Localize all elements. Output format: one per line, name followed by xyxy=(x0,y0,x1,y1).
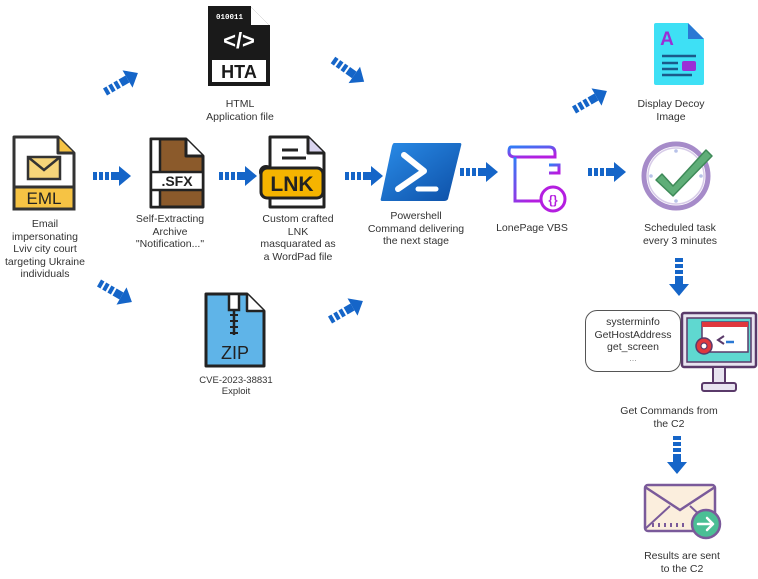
label-line: Scheduled task xyxy=(644,222,716,234)
label-line: individuals xyxy=(20,268,70,280)
svg-text:.SFX: .SFX xyxy=(161,173,193,189)
label-line: LonePage VBS xyxy=(496,222,568,234)
label-line: Exploit xyxy=(221,386,251,397)
label-line: a WordPad file xyxy=(263,250,333,263)
arrow-lnk-to-powershell xyxy=(345,166,383,186)
label-line: Self-Extracting xyxy=(135,213,205,225)
label-line: Display Decoy xyxy=(637,98,705,110)
arrow-powershell-to-vbs xyxy=(460,162,498,182)
sfx-archive-icon: .SFX xyxy=(149,137,205,209)
arrow-c2-to-results xyxy=(667,436,687,474)
vbs-label: LonePage VBS xyxy=(496,222,568,235)
eml-file-icon: EML xyxy=(12,135,76,211)
label-line: masquarated as xyxy=(260,238,336,250)
arrow-eml-to-hta xyxy=(100,64,143,101)
lnk-file-icon: LNK xyxy=(259,135,326,209)
arrow-vbs-to-decoy xyxy=(569,82,612,119)
label-line: every 3 minutes xyxy=(642,234,718,247)
svg-text:A: A xyxy=(660,29,674,50)
label-line: the C2 xyxy=(653,417,685,430)
lnk-label: Custom crafted LNK masquarated as a Word… xyxy=(260,213,335,263)
eml-label: Email impersonating Lviv city court targ… xyxy=(5,218,85,281)
label-line: Email xyxy=(31,218,59,230)
scheduled-task-clock-icon xyxy=(641,141,713,211)
commands-list-box: systerminfo GetHostAddress get_screen ..… xyxy=(585,310,681,372)
label-line: to the C2 xyxy=(660,562,704,575)
svg-text:HTA: HTA xyxy=(221,62,257,82)
svg-text:ZIP: ZIP xyxy=(221,343,249,363)
arrow-zip-to-powershell xyxy=(325,292,368,329)
arrow-vbs-to-task xyxy=(588,162,626,182)
hta-label: HTML Application file xyxy=(206,98,274,123)
arrow-hta-to-powershell xyxy=(327,51,370,90)
arrow-task-to-c2 xyxy=(669,258,689,296)
powershell-label: Powershell Command delivering the next s… xyxy=(368,210,464,248)
command-item: get_screen xyxy=(607,341,659,353)
svg-text:{}: {} xyxy=(548,193,558,207)
arrow-eml-to-zip xyxy=(94,274,137,311)
label-line: Custom crafted xyxy=(262,213,334,225)
eml-badge: EML xyxy=(27,189,62,208)
label-line: LNK xyxy=(287,225,309,238)
label-line: Lviv city court xyxy=(13,243,77,255)
command-item: ... xyxy=(629,352,637,363)
results-label: Results are sent to the C2 xyxy=(644,550,720,575)
decoy-document-icon: A xyxy=(654,23,704,85)
svg-text:010011: 010011 xyxy=(216,14,244,22)
send-results-envelope-icon xyxy=(643,483,722,540)
decoy-label: Display Decoy Image xyxy=(637,98,704,123)
powershell-icon xyxy=(380,143,462,201)
label-line: Image xyxy=(656,110,686,123)
arrow-eml-to-sfx xyxy=(93,166,131,186)
zip-file-icon: ZIP xyxy=(204,292,266,368)
label-line: Get Commands from xyxy=(620,405,718,417)
label-line: Results are sent xyxy=(644,550,720,562)
label-line: HTML xyxy=(225,98,255,110)
arrow-sfx-to-lnk xyxy=(219,166,257,186)
c2-commands-label: Get Commands from the C2 xyxy=(620,405,717,430)
command-item: systerminfo xyxy=(606,316,660,328)
command-item: GetHostAddress xyxy=(594,328,672,341)
label-line: Archive xyxy=(152,225,188,238)
label-line: Command delivering xyxy=(367,222,465,235)
label-line: CVE-2023-38831 xyxy=(199,375,273,386)
label-line: "Notification..." xyxy=(135,238,205,250)
label-line: Application file xyxy=(206,110,274,123)
label-line: Powershell xyxy=(390,210,442,222)
hta-file-icon: 010011 </> HTA xyxy=(208,6,270,86)
zip-label: CVE-2023-38831 Exploit xyxy=(199,375,272,397)
monitor-terminal-icon xyxy=(680,311,758,392)
svg-text:LNK: LNK xyxy=(270,173,313,196)
label-line: targeting Ukraine xyxy=(5,255,85,268)
task-label: Scheduled task every 3 minutes xyxy=(643,222,717,247)
label-line: impersonating xyxy=(12,230,78,243)
vbs-script-icon: {} xyxy=(507,145,567,213)
sfx-label: Self-Extracting Archive "Notification...… xyxy=(136,213,204,251)
label-line: the next stage xyxy=(383,235,449,247)
svg-text:</>: </> xyxy=(223,28,255,53)
